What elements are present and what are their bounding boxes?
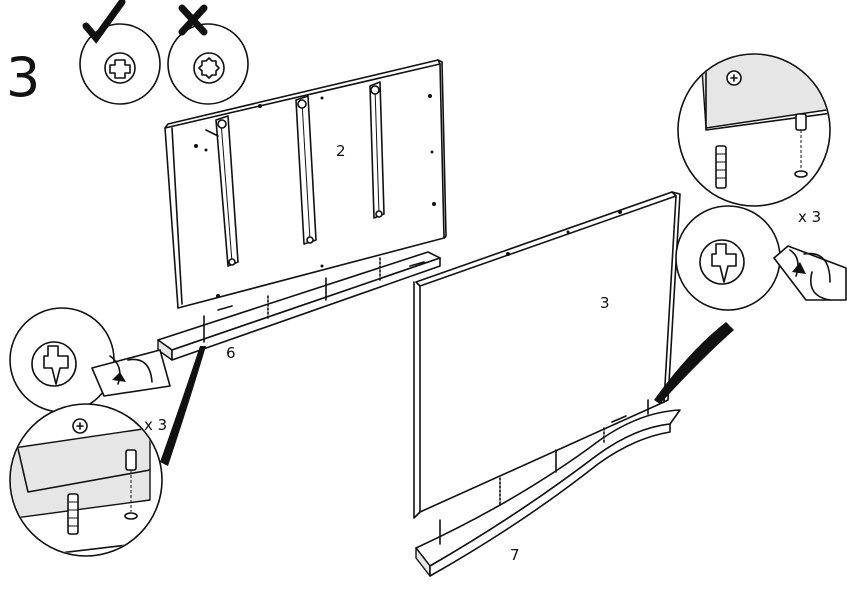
correct-screw-callout xyxy=(79,0,161,105)
leader-left xyxy=(160,346,206,466)
part-label-3: 3 xyxy=(600,294,610,312)
base-left: 6 xyxy=(157,251,441,362)
wrong-screw-callout xyxy=(167,4,249,105)
base-right: 7 xyxy=(415,399,681,577)
leader-right xyxy=(654,322,734,404)
hanging-rail-3 xyxy=(369,81,385,219)
detail-callout-right xyxy=(677,53,831,207)
part-label-6: 6 xyxy=(226,344,236,362)
qty-left: x 3 xyxy=(144,416,167,434)
cross-icon xyxy=(178,4,208,36)
step-number: 3 xyxy=(6,46,40,109)
part-label-2: 2 xyxy=(336,142,346,160)
check-icon xyxy=(82,0,126,44)
detail-callout-left xyxy=(9,403,163,557)
hanging-rail-1 xyxy=(215,115,239,267)
panel-front: 3 xyxy=(413,191,681,519)
part-label-7: 7 xyxy=(510,546,520,564)
panel-back: 2 xyxy=(164,59,447,309)
qty-right: x 3 xyxy=(798,208,821,226)
screwdriver-callout-left: x 3 xyxy=(9,307,171,434)
hanging-rail-2 xyxy=(295,95,317,245)
screwdriver-callout-right: x 3 xyxy=(675,205,847,311)
